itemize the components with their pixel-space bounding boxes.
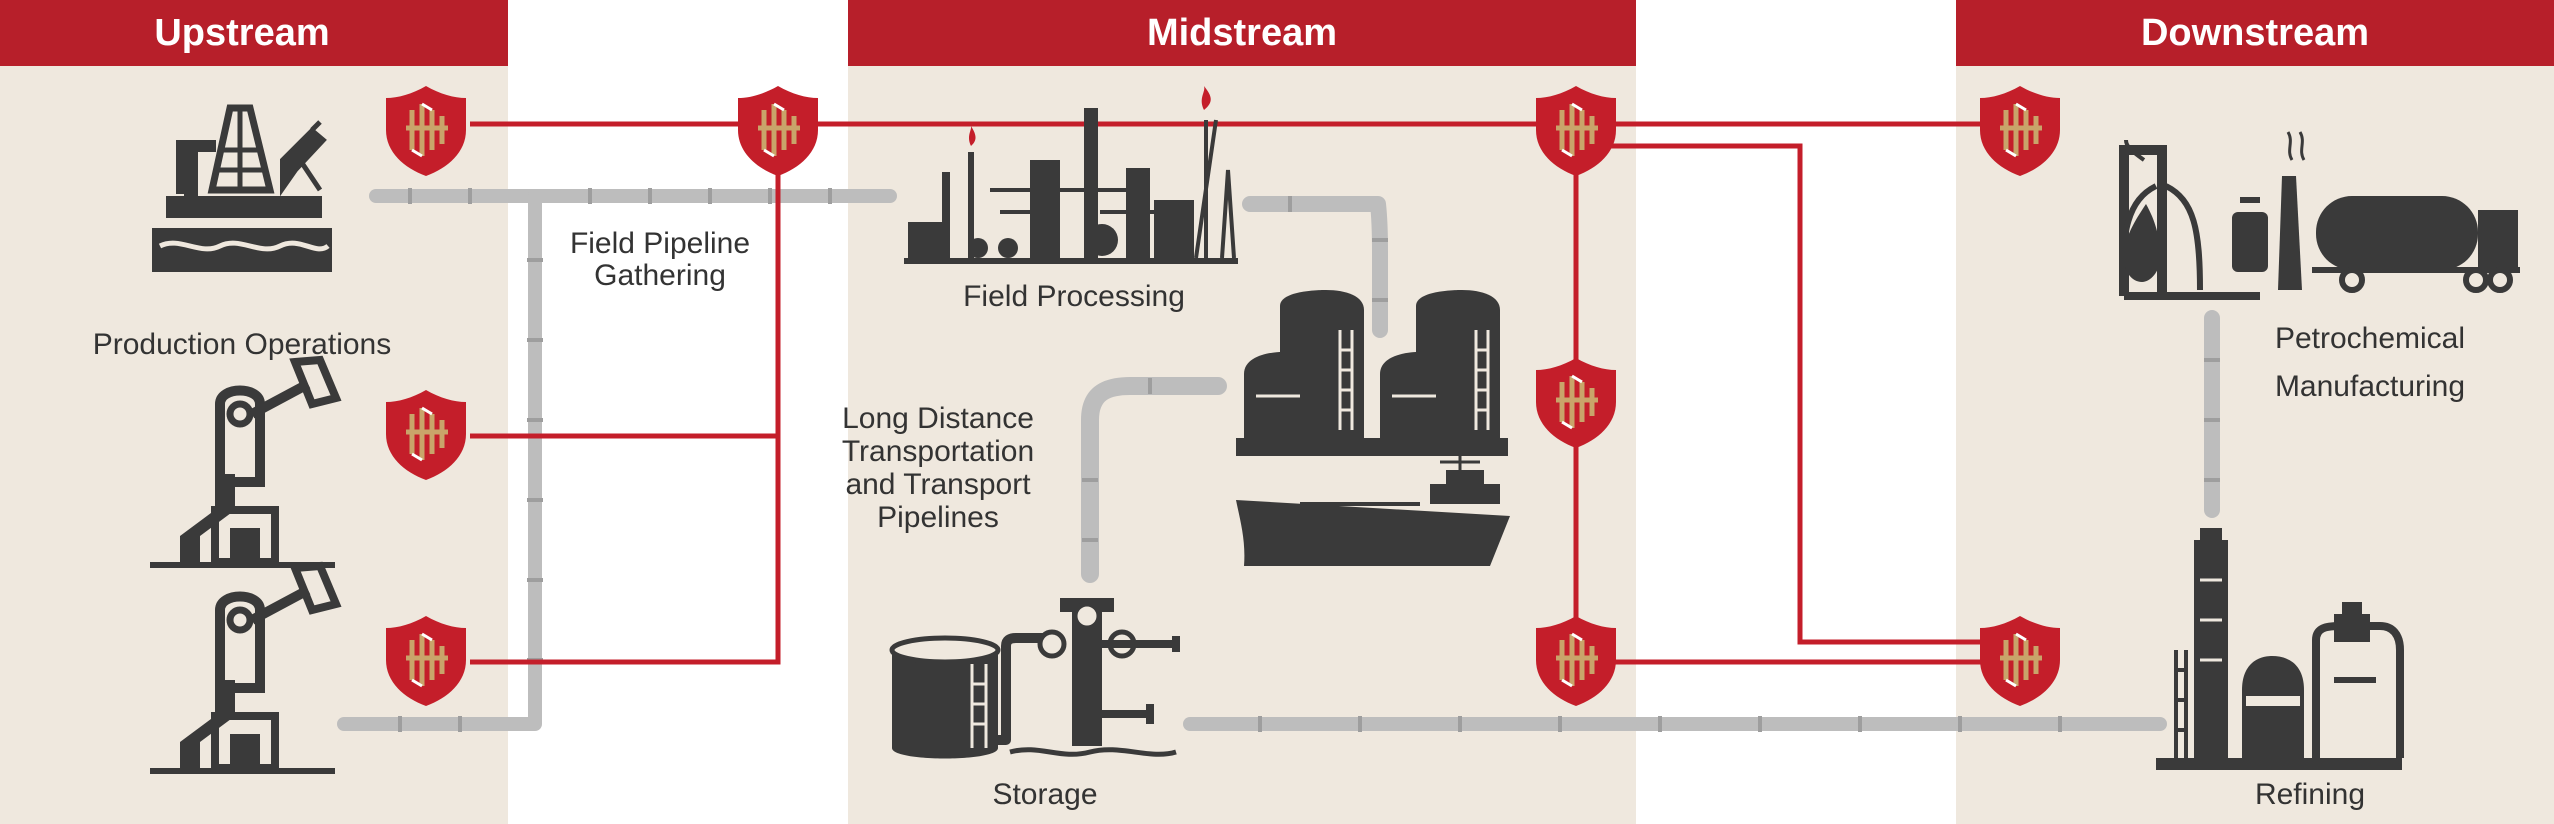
- field-processing-plant-icon: [904, 86, 1238, 264]
- wellhead-icon: [889, 598, 1180, 759]
- midstream-header-bar: [848, 0, 1636, 66]
- tanker-ship-icon: [1236, 452, 1510, 566]
- midstream-header: Midstream: [1147, 12, 1337, 54]
- storage-label: Storage: [992, 778, 1097, 811]
- offshore-rig-icon: [152, 104, 332, 272]
- field-pipeline-label-line1: Field Pipeline: [570, 227, 750, 260]
- downstream-header: Downstream: [2141, 12, 2369, 54]
- storage-tanks-icon: [1236, 290, 1508, 456]
- field-pipeline-label-line2: Gathering: [594, 259, 726, 292]
- refining-tower-icon: [2156, 528, 2404, 770]
- petrochemical-label-line2: Manufacturing: [2275, 370, 2465, 403]
- petrochemical-label-line1: Petrochemical: [2275, 322, 2465, 355]
- upstream-header: Upstream: [154, 12, 329, 54]
- production-operations-label: Production Operations: [93, 328, 392, 361]
- long-distance-label-line3: and Transport: [845, 468, 1031, 501]
- long-distance-label-line1: Long Distance: [842, 402, 1034, 435]
- refining-label: Refining: [2255, 778, 2365, 811]
- security-shield-icon: [738, 86, 818, 176]
- upstream-header-bar: [0, 0, 508, 66]
- petrochemical-plant-icon: [2119, 131, 2520, 300]
- field-processing-label: Field Processing: [963, 280, 1185, 313]
- pipe-joints: [398, 188, 2220, 732]
- long-distance-label-line2: Transportation: [842, 435, 1034, 468]
- long-distance-label-line4: Pipelines: [877, 501, 999, 534]
- downstream-header-bar: [1956, 0, 2554, 66]
